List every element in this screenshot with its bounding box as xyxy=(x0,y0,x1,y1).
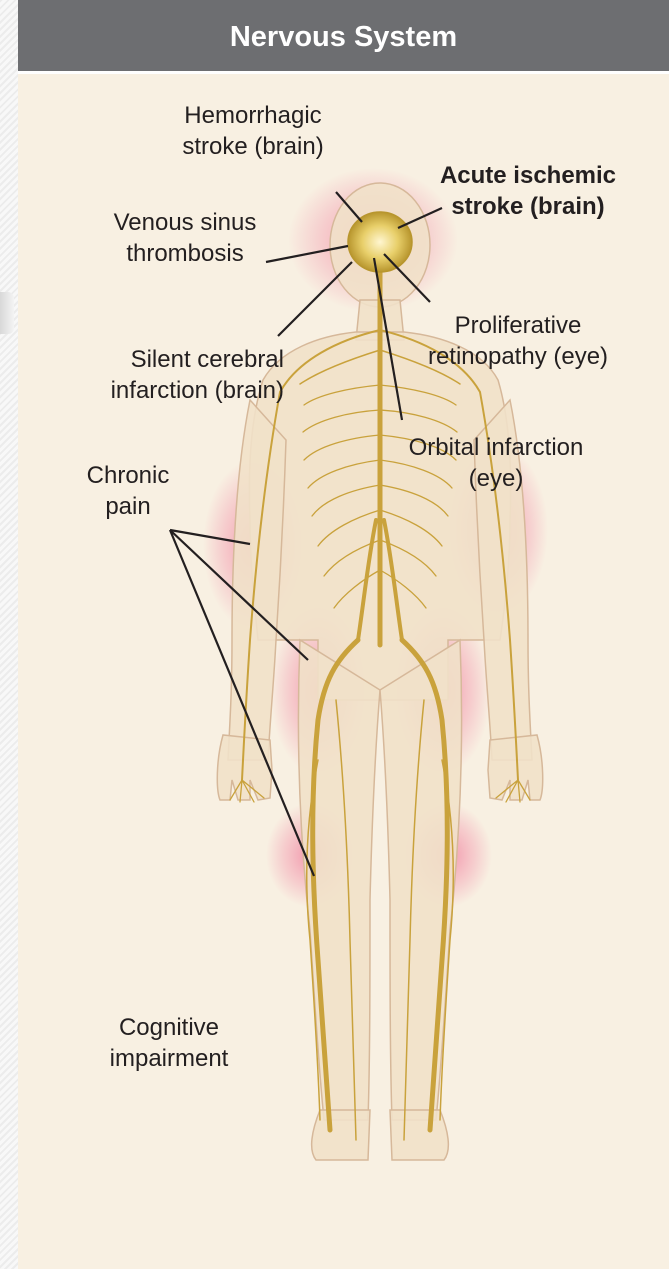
label-cognitive-line2: impairment xyxy=(84,1043,254,1074)
margin-tab xyxy=(0,292,14,334)
label-chronic-line2: pain xyxy=(68,491,188,522)
label-cognitive-line1: Cognitive xyxy=(84,1012,254,1043)
label-proliferative-line1: Proliferative xyxy=(408,310,628,341)
label-hemorrhagic-line2: stroke (brain) xyxy=(158,131,348,162)
label-proliferative-line2: retinopathy (eye) xyxy=(408,341,628,372)
page-margin-strip xyxy=(0,0,18,1269)
label-orbital-line1: Orbital infarction xyxy=(386,432,606,463)
label-acute-ischemic-stroke: Acute ischemic stroke (brain) xyxy=(423,160,633,222)
diagram-panel: Nervous System xyxy=(18,0,669,1269)
label-proliferative-retinopathy: Proliferative retinopathy (eye) xyxy=(408,310,628,372)
label-venous-line2: thrombosis xyxy=(100,238,270,269)
label-orbital-infarction: Orbital infarction (eye) xyxy=(386,432,606,494)
label-orbital-line2: (eye) xyxy=(386,463,606,494)
label-silent-cerebral-infarction: Silent cerebral infarction (brain) xyxy=(72,344,284,406)
brain xyxy=(348,212,412,272)
label-acute-line1: Acute ischemic xyxy=(423,160,633,191)
label-hemorrhagic-stroke: Hemorrhagic stroke (brain) xyxy=(158,100,348,162)
label-acute-line2: stroke (brain) xyxy=(423,191,633,222)
label-hemorrhagic-line1: Hemorrhagic xyxy=(158,100,348,131)
label-silent-line2: infarction (brain) xyxy=(72,375,284,406)
label-chronic-line1: Chronic xyxy=(68,460,188,491)
label-silent-line1: Silent cerebral xyxy=(72,344,284,375)
label-venous-sinus-thrombosis: Venous sinus thrombosis xyxy=(100,207,270,269)
label-chronic-pain: Chronic pain xyxy=(68,460,188,522)
label-venous-line1: Venous sinus xyxy=(100,207,270,238)
label-cognitive-impairment: Cognitive impairment xyxy=(84,1012,254,1074)
